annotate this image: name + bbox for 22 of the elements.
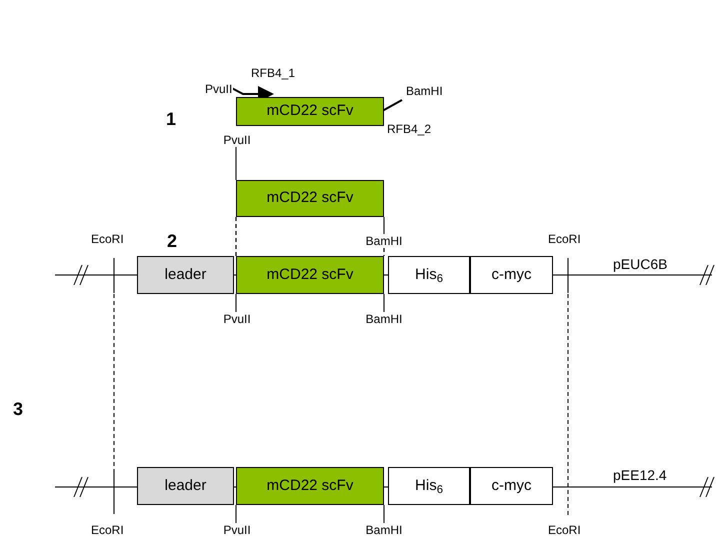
site-label: PvuII: [219, 523, 255, 537]
gene-segment-box: mCD22 scFv: [236, 97, 384, 126]
site-label: BamHI: [364, 234, 404, 248]
gene-segment-box: mCD22 scFv: [236, 180, 384, 217]
gene-segment-box: leader: [137, 467, 234, 505]
gene-segment-box: mCD22 scFv: [236, 467, 384, 505]
alignment-line: [383, 248, 385, 256]
gene-segment-box: His$_{6}$: [388, 256, 470, 294]
site-label: BamHI: [364, 312, 404, 326]
plasmid-label: pEUC6B: [612, 256, 668, 274]
site-label: PvuII: [219, 312, 255, 326]
gene-segment-box: leader: [137, 256, 234, 294]
gene-segment-box: His$_{6}$: [388, 467, 470, 505]
site-label: PvuII: [219, 133, 255, 147]
primer-label: RFB4_2: [386, 122, 432, 137]
alignment-line: [235, 217, 237, 256]
gene-segment-box: c-myc: [470, 467, 553, 505]
gene-segment-box: mCD22 scFv: [236, 256, 384, 294]
site-label: BamHI: [364, 523, 404, 537]
plasmid-label: pEE12.4: [612, 467, 668, 484]
gene-segment-box: c-myc: [470, 256, 553, 294]
primer-label: RFB4_1: [250, 66, 296, 81]
